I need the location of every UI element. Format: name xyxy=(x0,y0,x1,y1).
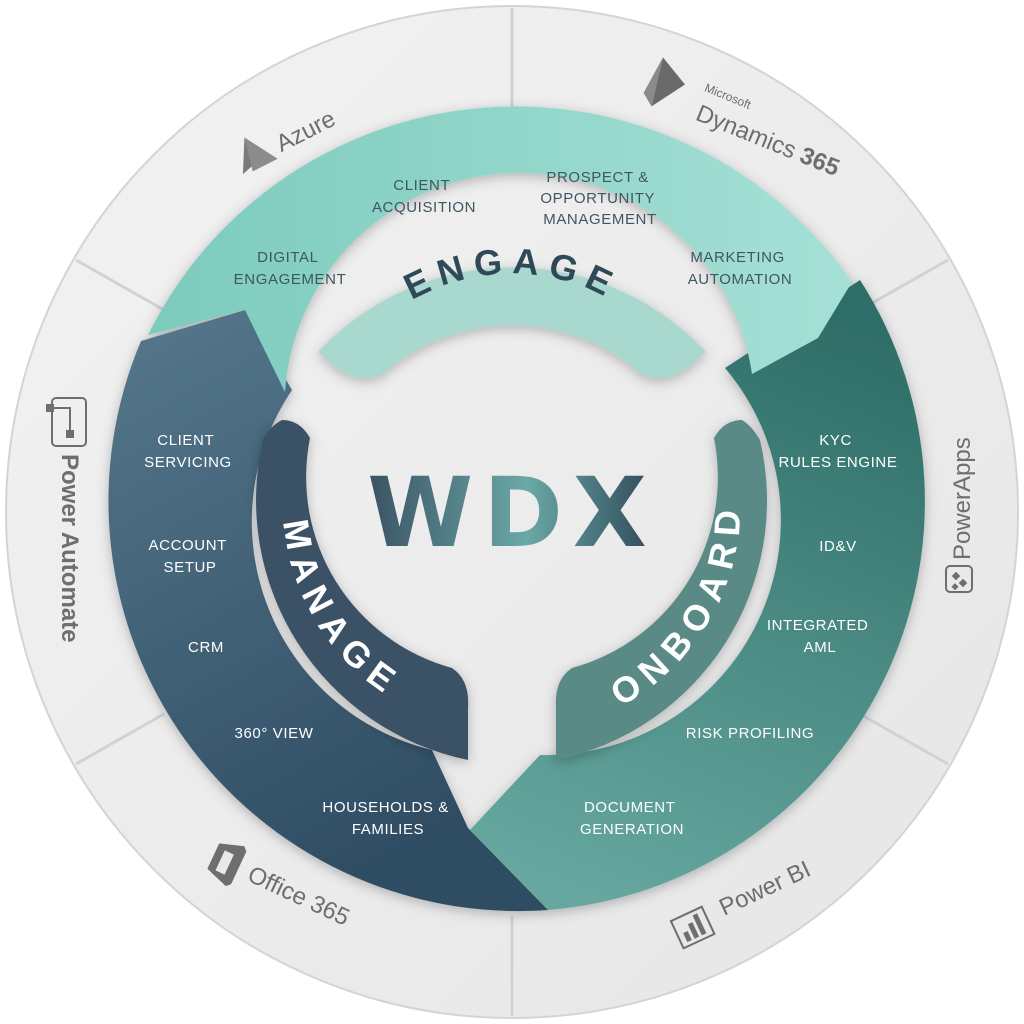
item-prospect-opportunity: PROSPECT & OPPORTUNITY MANAGEMENT xyxy=(540,169,659,228)
item-risk-profiling: RISK PROFILING xyxy=(686,725,814,742)
item-client-acquisition: CLIENT ACQUISITION xyxy=(372,177,476,216)
item-households-families: HOUSEHOLDS & FAMILIES xyxy=(322,799,453,838)
manage-band xyxy=(256,420,469,760)
item-kyc: KYC RULES ENGINE xyxy=(779,432,898,471)
powerapps-label: PowerApps xyxy=(949,437,976,560)
item-document-generation: DOCUMENT GENERATION xyxy=(580,799,684,838)
item-client-servicing: CLIENT SERVICING xyxy=(144,432,232,471)
onboard-band xyxy=(555,420,768,760)
item-crm: CRM xyxy=(188,639,224,656)
item-account-setup: ACCOUNT SETUP xyxy=(149,537,232,576)
onboard-items: KYC RULES ENGINE ID&V INTEGRATED AML RIS… xyxy=(580,432,897,838)
azure-icon xyxy=(242,137,278,175)
power-automate-label: Power Automate xyxy=(56,454,83,642)
manage-items: CLIENT SERVICING ACCOUNT SETUP CRM 360° … xyxy=(144,432,453,838)
item-integrated-aml: INTEGRATED AML xyxy=(767,617,873,656)
item-360-view: 360° VIEW xyxy=(235,725,314,742)
engage-segment xyxy=(148,106,852,392)
power-automate-icon xyxy=(46,397,87,447)
item-marketing-automation: MARKETING AUTOMATION xyxy=(688,249,793,288)
item-digital-engagement: DIGITAL ENGAGEMENT xyxy=(234,249,347,288)
platform-power-automate: Power Automate xyxy=(46,397,87,642)
engage-band xyxy=(318,267,706,379)
platform-powerapps: PowerApps xyxy=(945,437,976,593)
power-bi-icon xyxy=(669,905,716,950)
office-365-icon xyxy=(207,843,247,887)
dynamics-365-icon xyxy=(643,57,685,107)
svg-text:WDX: WDX xyxy=(367,457,657,569)
item-idv: ID&V xyxy=(819,538,856,555)
powerapps-icon xyxy=(945,565,973,593)
ring-dividers xyxy=(75,8,949,1016)
engage-items: DIGITAL ENGAGEMENT CLIENT ACQUISITION PR… xyxy=(234,169,793,288)
wdx-logo: WDX xyxy=(367,457,657,569)
manage-segment xyxy=(108,310,548,912)
